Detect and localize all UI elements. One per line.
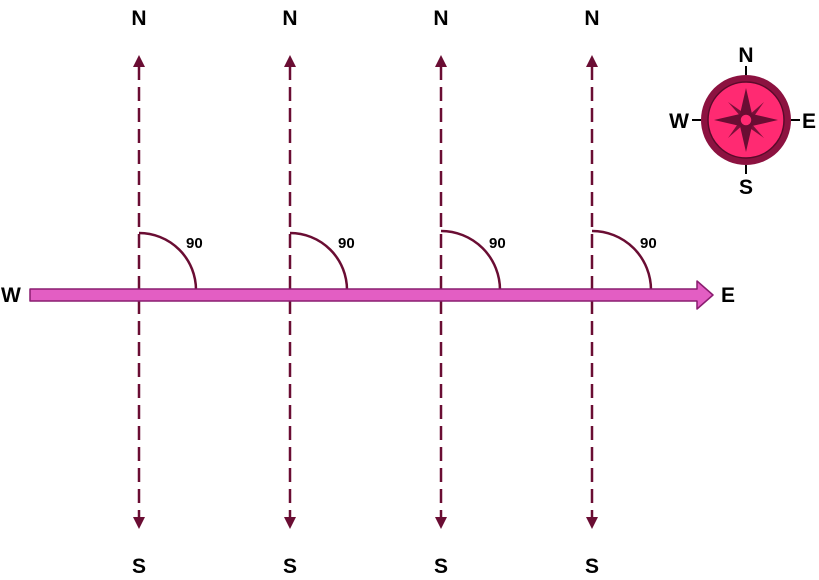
north-label: N — [433, 7, 448, 30]
north-label: N — [131, 7, 146, 30]
right-angle-arc — [440, 229, 502, 291]
compass-w-label: W — [669, 110, 689, 133]
north-arrow-icon — [435, 55, 447, 67]
meridian-1: N S 90 — [131, 7, 202, 578]
west-label: W — [1, 284, 21, 307]
angle-label: 90 — [186, 235, 203, 252]
south-label: S — [585, 555, 599, 578]
right-angle-arc — [289, 231, 349, 291]
south-label: S — [132, 555, 146, 578]
angle-label: 90 — [489, 235, 506, 252]
right-angle-arc — [591, 229, 653, 291]
meridian-3: N S 90 — [433, 7, 505, 578]
compass-e-label: E — [802, 110, 816, 133]
compass-s-label: S — [739, 176, 753, 199]
north-label: N — [282, 7, 297, 30]
east-arrow — [29, 280, 714, 310]
compass-icon: N S W E — [669, 44, 816, 199]
east-west-line: W E — [1, 280, 735, 310]
compass-n-label: N — [738, 44, 753, 67]
east-label: E — [721, 284, 735, 307]
south-label: S — [434, 555, 448, 578]
meridian-4: N S 90 — [584, 7, 656, 578]
south-label: S — [283, 555, 297, 578]
meridian-2: N S 90 — [282, 7, 354, 578]
south-arrow-icon — [435, 517, 447, 529]
south-arrow-icon — [284, 517, 296, 529]
north-arrow-icon — [586, 55, 598, 67]
south-arrow-icon — [133, 517, 145, 529]
compass-center — [739, 113, 753, 127]
angle-label: 90 — [640, 235, 657, 252]
south-arrow-icon — [586, 517, 598, 529]
angle-label: 90 — [338, 235, 355, 252]
north-arrow-icon — [284, 55, 296, 67]
north-label: N — [584, 7, 599, 30]
right-angle-arc — [138, 231, 198, 291]
north-arrow-icon — [133, 55, 145, 67]
